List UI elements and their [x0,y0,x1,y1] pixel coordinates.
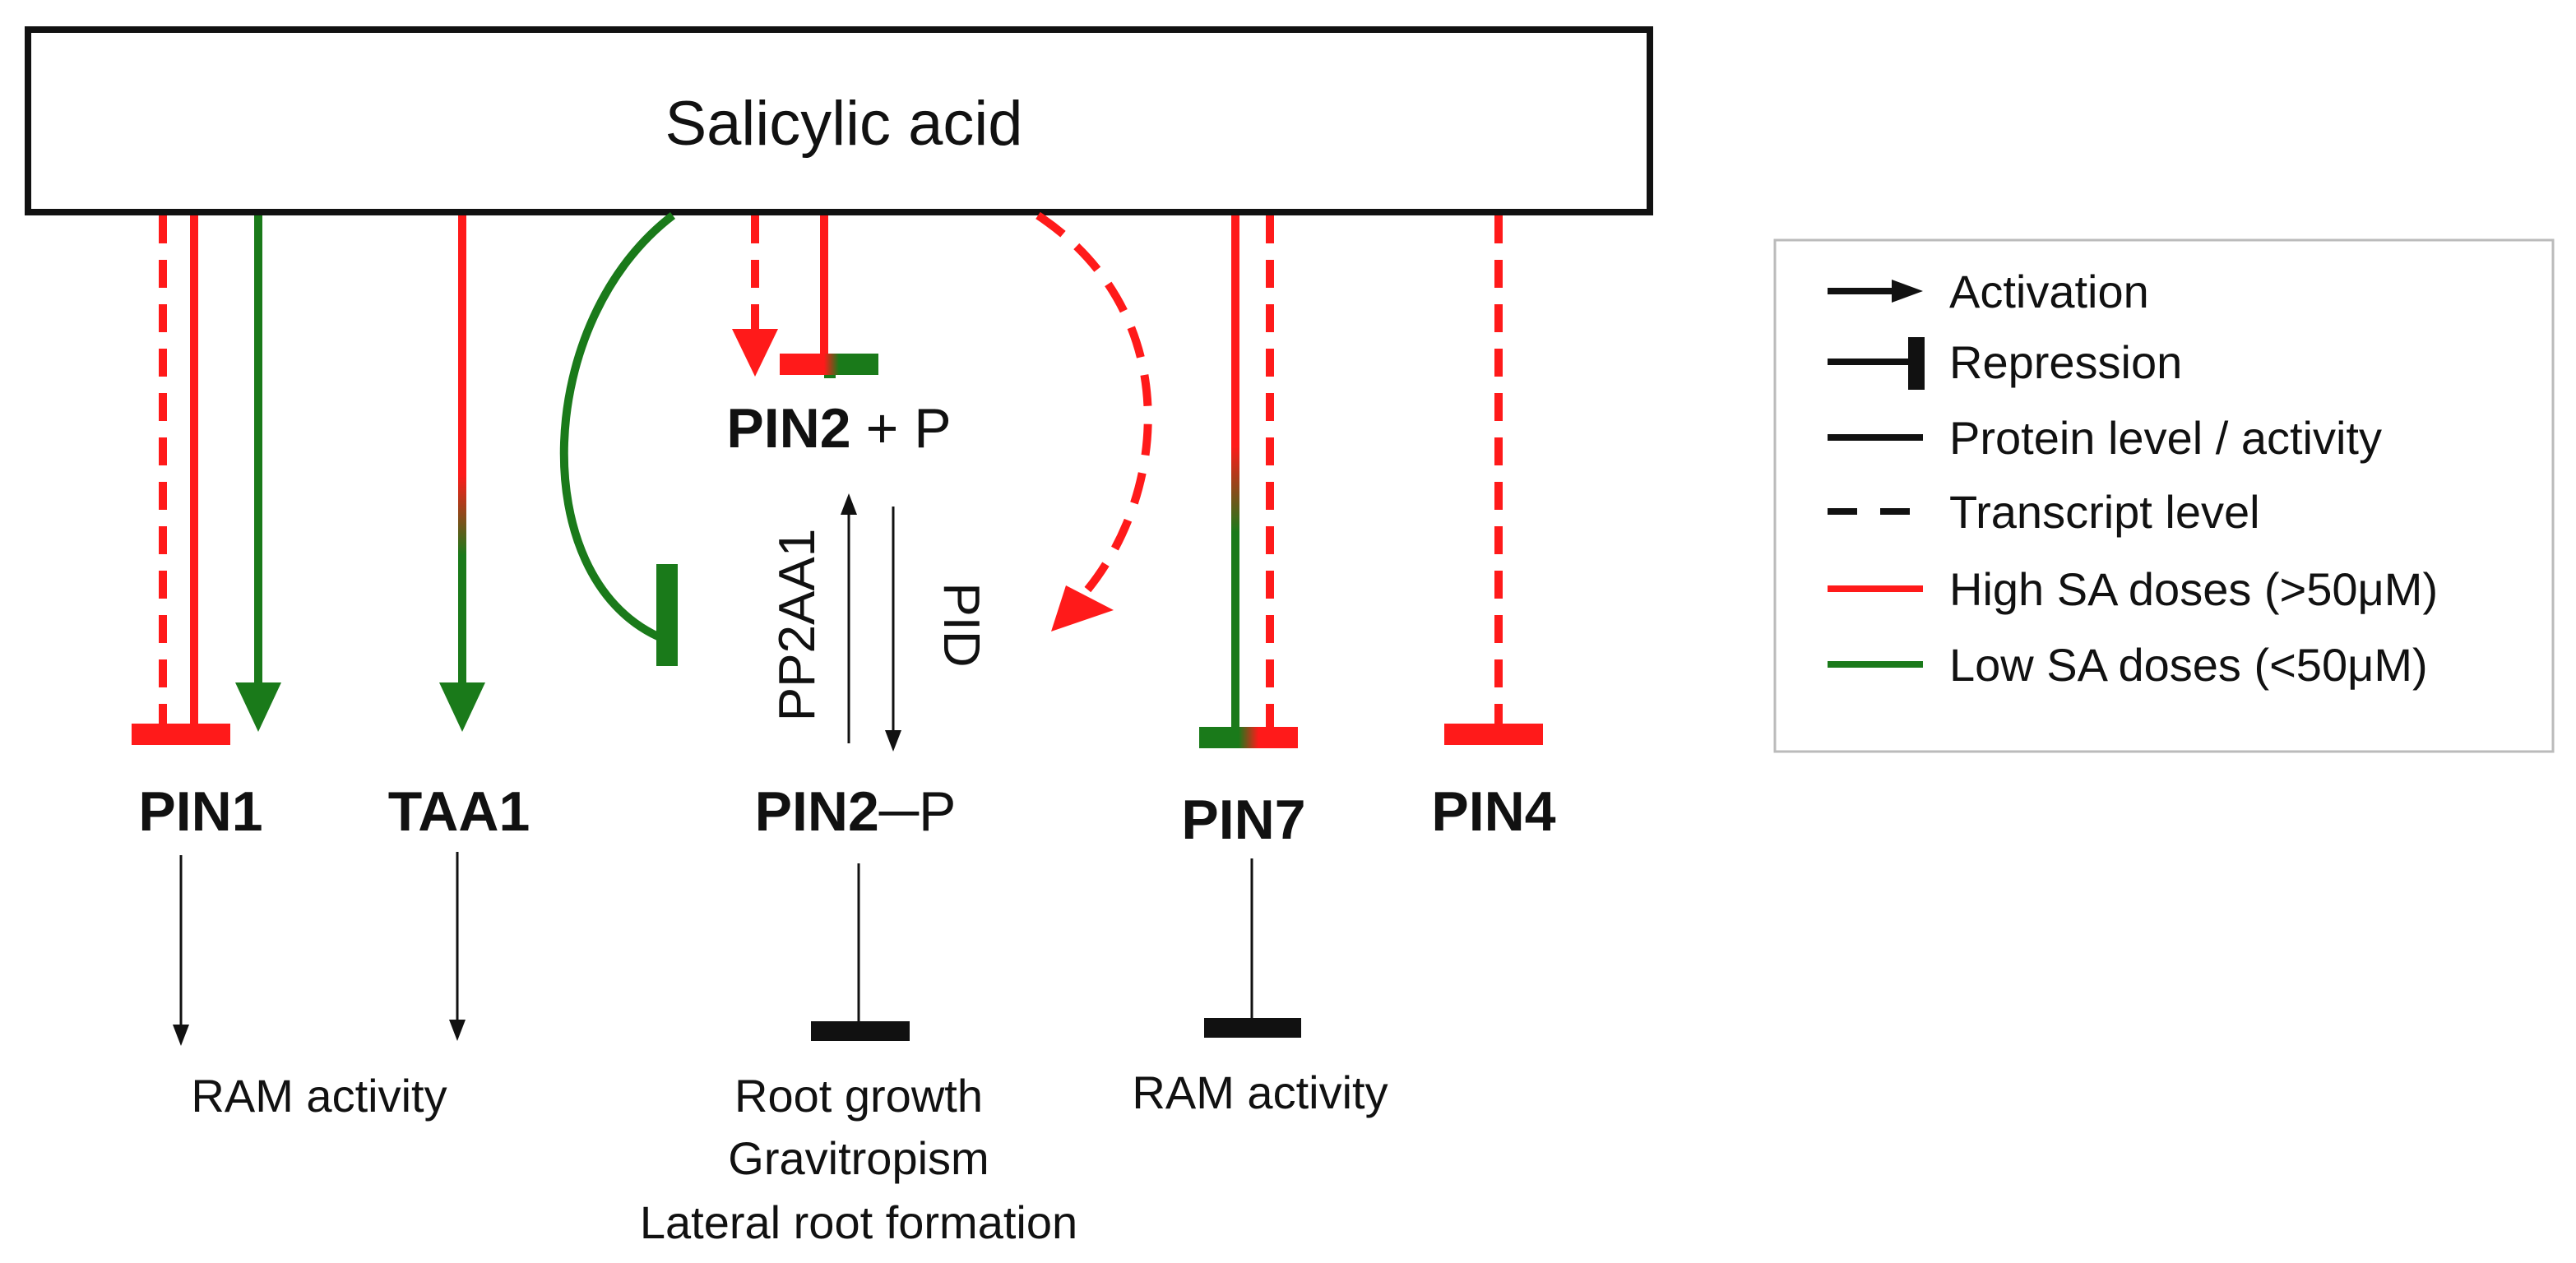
pin1-low-dose-activation-arrow [235,215,281,732]
pin2-protein-repression [780,215,878,378]
pin2p-root-growth-repression [811,863,910,1041]
pin1-ram-activity-arrow [173,855,189,1046]
pid-label: PID [933,582,989,667]
lateral-root-formation-label: Lateral root formation [640,1196,1077,1248]
legend-low-dose-label: Low SA doses (<50μM) [1949,639,2428,691]
taa1-activation-arrow [439,215,485,732]
pin1-label: PIN1 [138,780,262,843]
pin4-label: PIN4 [1431,780,1555,843]
ram-activity-right-label: RAM activity [1132,1066,1388,1118]
pin2-high-dose-transcript-activation [732,215,778,377]
pid-high-dose-curved-activation [1035,211,1152,632]
pin7-label: PIN7 [1181,789,1305,851]
taa1-label: TAA1 [388,780,530,843]
pin2-unphosphorylated-label: PIN2+ P [726,397,951,460]
legend-protein-label: Protein level / activity [1949,412,2382,464]
legend-repression-symbol [1828,337,1925,390]
pin7-ram-activity-repression [1204,858,1301,1038]
legend-repression-label: Repression [1949,336,2182,388]
pp2aa1-dephosphorylation-arrow [841,493,857,743]
pin2-low-dose-curved-repression [559,212,678,666]
pin7-protein-repression [1231,215,1239,727]
legend-transcript-label: Transcript level [1949,486,2260,538]
legend-activation-label: Activation [1949,266,2149,317]
legend: Activation Repression Protein level / ac… [1773,238,2555,753]
salicylic-acid-box: Salicylic acid [25,26,1653,215]
salicylic-acid-label: Salicylic acid [665,89,1022,159]
legend-high-dose-label: High SA doses (>50μM) [1949,563,2438,615]
pp2aa1-label: PP2AA1 [769,529,826,721]
pin1-high-dose-protein-repression [190,215,230,745]
pin1-high-dose-transcript-repression [132,215,194,745]
pin2-phosphorylated-label: PIN2─P [755,780,957,843]
gravitropism-label: Gravitropism [728,1132,989,1184]
pid-phosphorylation-arrow [885,507,901,752]
ram-activity-left-label: RAM activity [191,1070,447,1122]
pin7-repression-bar [1199,727,1298,748]
root-growth-label: Root growth [734,1070,983,1122]
pin4-high-dose-transcript-repression [1444,215,1543,745]
legend-activation-symbol [1828,280,1923,303]
taa1-ram-activity-arrow [449,852,466,1041]
